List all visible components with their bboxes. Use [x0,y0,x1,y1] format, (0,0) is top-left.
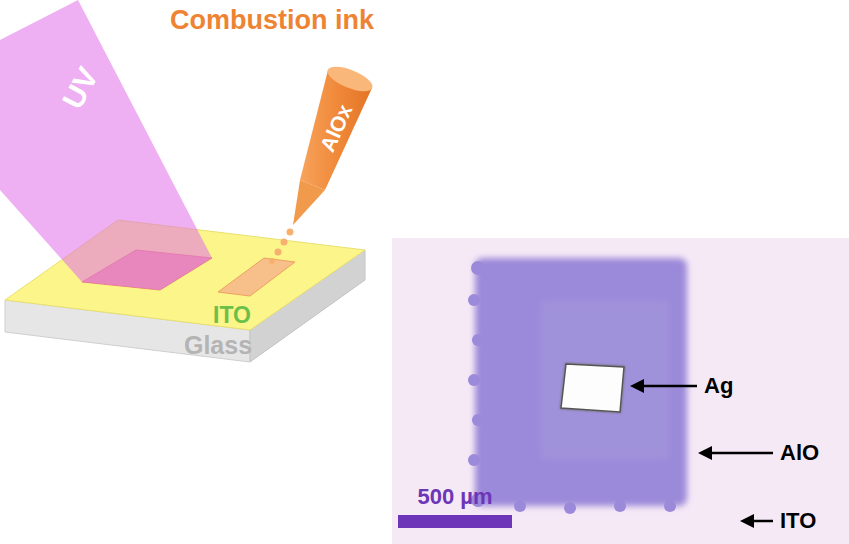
part-label: ITO [780,509,816,533]
part-label: Ag [704,374,733,398]
scale-label: 500 µm [417,485,492,509]
layer-label: ITO [213,303,251,328]
title-label: Combustion ink [170,6,374,36]
leader-arrows [630,379,773,528]
part-label: AlO [780,441,819,465]
substrate-label: Glass [184,332,252,360]
printed-line [218,258,295,296]
ink-droplets [269,229,294,265]
uv-beam [0,0,212,290]
ag-pad-outline [561,364,624,412]
ink-pen [293,62,376,225]
alo-edge-dots [468,261,676,514]
scale-bar [398,515,512,528]
alo-film [475,258,687,506]
ag-pad [561,364,624,412]
photo-background [392,238,849,544]
